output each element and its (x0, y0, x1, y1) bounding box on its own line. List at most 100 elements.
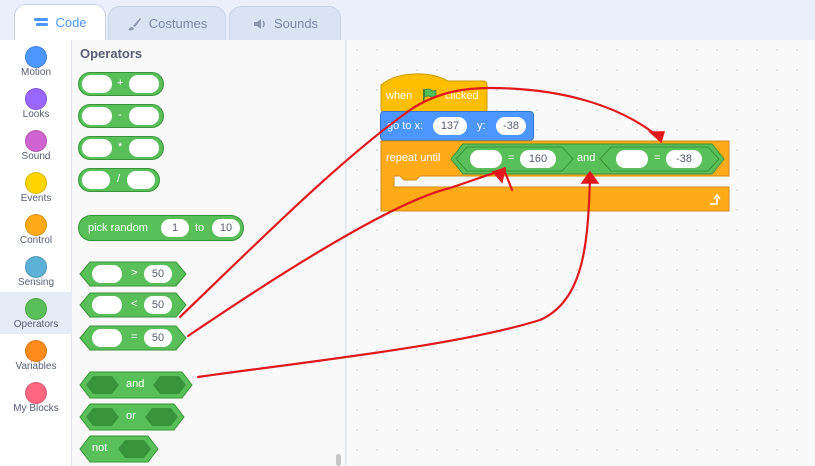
lt-left-slot[interactable] (92, 296, 122, 314)
tab-code[interactable]: Code (14, 4, 106, 40)
category-control[interactable]: Control (0, 211, 72, 253)
tab-costumes[interactable]: Costumes (108, 6, 226, 40)
hat-clicked-label: clicked (445, 90, 479, 102)
add-right-slot[interactable] (129, 75, 159, 93)
multiply-block[interactable]: * (78, 136, 164, 160)
goto-y-slot[interactable]: -38 (496, 117, 526, 135)
tab-sounds[interactable]: Sounds (229, 6, 341, 40)
multiply-left-slot[interactable] (82, 139, 112, 157)
not-label: not (92, 442, 108, 454)
eq-value-slot[interactable]: 50 (144, 329, 172, 347)
palette-title: Operators (80, 46, 143, 61)
random-from-slot[interactable]: 1 (161, 219, 189, 237)
divide-left-slot[interactable] (82, 171, 110, 189)
category-label: Operators (13, 319, 59, 330)
repeat-until-label: repeat until (386, 152, 441, 164)
goto-y-label: y: (477, 120, 486, 132)
category-menu: Motion Looks Sound Events Control Sensin… (0, 40, 72, 466)
subtract-operator: - (118, 109, 122, 121)
my-blocks-dot-icon (25, 382, 47, 404)
eq-operator: = (131, 331, 138, 343)
equals-block[interactable]: = 50 (78, 325, 188, 351)
random-to-slot[interactable]: 10 (212, 219, 240, 237)
lt-value-slot[interactable]: 50 (144, 296, 172, 314)
go-to-xy-block[interactable]: go to x: 137 y: -38 (380, 111, 534, 141)
goto-x-slot[interactable]: 137 (433, 117, 467, 135)
not-block[interactable]: not (78, 435, 160, 463)
divide-right-slot[interactable] (127, 171, 155, 189)
category-my-blocks[interactable]: My Blocks (0, 379, 72, 421)
category-label: Control (19, 235, 53, 246)
eq-left-slot[interactable] (92, 329, 122, 347)
category-label: Events (20, 193, 52, 204)
operators-dot-icon (25, 298, 47, 320)
or-block[interactable]: or (78, 403, 186, 431)
or-shape (79, 403, 185, 431)
cond-right-value[interactable]: -38 (666, 150, 702, 168)
category-label: My Blocks (13, 403, 59, 414)
category-label: Looks (22, 109, 50, 120)
category-motion[interactable]: Motion (0, 43, 72, 85)
motion-dot-icon (25, 46, 47, 68)
subtract-left-slot[interactable] (82, 107, 112, 125)
gt-value-slot[interactable]: 50 (144, 265, 172, 283)
category-label: Sensing (17, 277, 55, 288)
subtract-right-slot[interactable] (129, 107, 159, 125)
when-flag-clicked-block[interactable]: when clicked (380, 71, 488, 113)
code-icon (34, 17, 49, 26)
subtract-block[interactable]: - (78, 104, 164, 128)
and-block[interactable]: and (78, 371, 194, 399)
sound-dot-icon (25, 130, 47, 152)
category-label: Variables (15, 361, 57, 372)
green-flag-icon (423, 88, 437, 103)
hat-when-label: when (386, 90, 413, 102)
script-area[interactable]: when clicked go to x: 137 y: -38 repeat … (347, 40, 815, 466)
sensing-dot-icon (25, 256, 47, 278)
category-looks[interactable]: Looks (0, 85, 72, 127)
multiply-right-slot[interactable] (129, 139, 159, 157)
category-sound[interactable]: Sound (0, 127, 72, 169)
editor-tabs: Code Costumes Sounds (0, 0, 815, 40)
and-label: and (126, 378, 145, 390)
lt-operator: < (131, 298, 138, 310)
repeat-arrow-icon (710, 194, 721, 205)
multiply-operator: * (118, 141, 123, 153)
random-to-label: to (195, 222, 205, 234)
and-condition-block[interactable]: = 160 and = -38 (450, 143, 725, 175)
gt-left-slot[interactable] (92, 265, 122, 283)
block-palette: Operators + - * / pick random 1 to 10 > … (72, 40, 346, 466)
cond-right-slot[interactable] (616, 150, 648, 168)
add-operator: + (117, 77, 124, 89)
add-block[interactable]: + (78, 72, 164, 96)
tab-code-label: Code (55, 15, 87, 30)
cond-and-label: and (577, 152, 596, 164)
category-operators[interactable]: Operators (0, 292, 72, 334)
looks-dot-icon (25, 88, 47, 110)
goto-x-label: go to x: (387, 120, 424, 132)
brush-icon (127, 17, 141, 30)
category-variables[interactable]: Variables (0, 337, 72, 379)
not-shape (79, 435, 159, 463)
category-sensing[interactable]: Sensing (0, 253, 72, 295)
or-label: or (126, 410, 136, 422)
divide-operator: / (117, 173, 121, 185)
palette-scrollbar[interactable] (336, 454, 341, 466)
cond-left-slot[interactable] (470, 150, 502, 168)
category-events[interactable]: Events (0, 169, 72, 211)
divide-block[interactable]: / (78, 168, 160, 192)
speaker-icon (253, 18, 265, 29)
pick-random-block[interactable]: pick random 1 to 10 (78, 215, 244, 241)
less-than-block[interactable]: < 50 (78, 292, 188, 318)
cond-left-value[interactable]: 160 (520, 150, 556, 168)
variables-dot-icon (25, 340, 47, 362)
gt-operator: > (131, 267, 138, 279)
cond-right-operator: = (654, 152, 661, 164)
control-dot-icon (25, 214, 47, 236)
pick-random-label: pick random (88, 222, 148, 234)
events-dot-icon (25, 172, 47, 194)
greater-than-block[interactable]: > 50 (78, 261, 188, 287)
tab-sounds-label: Sounds (273, 16, 319, 31)
cond-left-operator: = (508, 152, 515, 164)
add-left-slot[interactable] (82, 75, 112, 93)
and-shape (79, 371, 193, 399)
